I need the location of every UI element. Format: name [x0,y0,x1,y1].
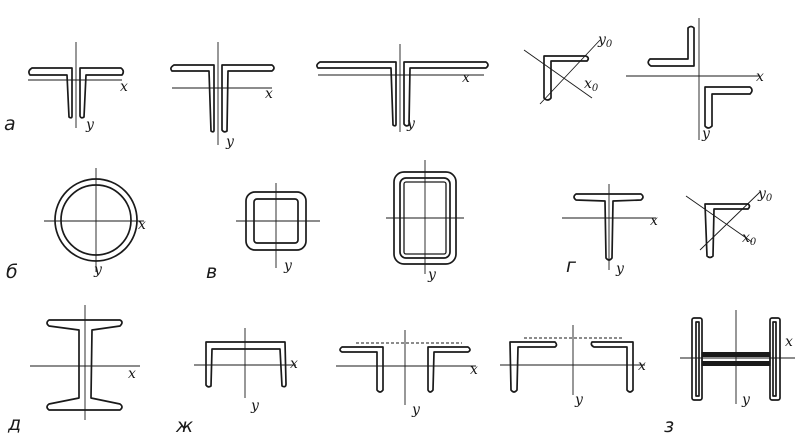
axis-label-x-zh2: x [470,362,478,378]
axis-label-y-b: y [93,262,103,278]
axis-label-x-z: x [785,334,793,350]
axis-label-x-d: x [128,366,136,382]
axis-label-y-zh2: y [411,402,421,418]
axis-label-x-a5: x [756,69,764,85]
axis-label-x-zh3: x [638,358,646,374]
group-letter-b: б [6,261,18,283]
group-letter-z: з [664,415,674,437]
section-b-circular-tube [44,168,144,272]
axis-label-x-g: x [650,213,658,229]
axis-label-y-zh1: y [250,398,260,414]
section-v-square-tube [236,183,320,268]
axis-label-y-a3: y [406,116,416,132]
section-g-tee [562,184,656,270]
section-v-rect-tube [386,160,464,274]
axis-label-x-a3: x [462,70,470,86]
axis-label-y-g: y [615,261,625,277]
section-a5-cross-angles [626,18,760,140]
axis-label-y-v2: y [427,267,437,283]
axis-label-y0-a4: y0 [597,32,613,50]
axis-label-x0-g: x0 [742,230,757,248]
section-a1-twin-angles [28,42,125,128]
group-letter-g: г [566,255,577,277]
axis-label-x-a2: x [265,86,273,102]
axis-label-x0-a4: x0 [584,76,599,94]
axis-label-x-a1: x [120,79,128,95]
axis-label-y-zh3: y [574,392,584,408]
section-a2-twin-angles [170,42,275,145]
section-a3-twin-angles [316,44,489,132]
axis-label-x-zh1: x [290,356,298,372]
section-zh-channel [194,328,296,398]
axis-label-x-b: x [138,217,146,233]
axis-label-y-z: y [741,392,751,408]
axis-label-y-a5: y [701,126,711,142]
group-letter-v: в [206,261,217,283]
section-z-h-built-up [680,310,795,404]
section-zh-twin-angles-2 [500,325,645,395]
group-letter-zh: ж [175,415,193,437]
section-zh-twin-angles-1 [336,330,476,405]
axis-label-y-v1: y [283,258,293,274]
axis-label-y0-g: y0 [757,186,773,204]
section-g-single-angle [685,191,761,259]
axis-label-y-a2: y [225,134,235,150]
section-a4-single-angle [523,39,601,105]
group-letter-a: а [4,113,16,135]
group-letter-d: д [7,413,21,435]
axis-label-y-a1: y [85,117,95,133]
section-d-i-beam [30,305,140,420]
